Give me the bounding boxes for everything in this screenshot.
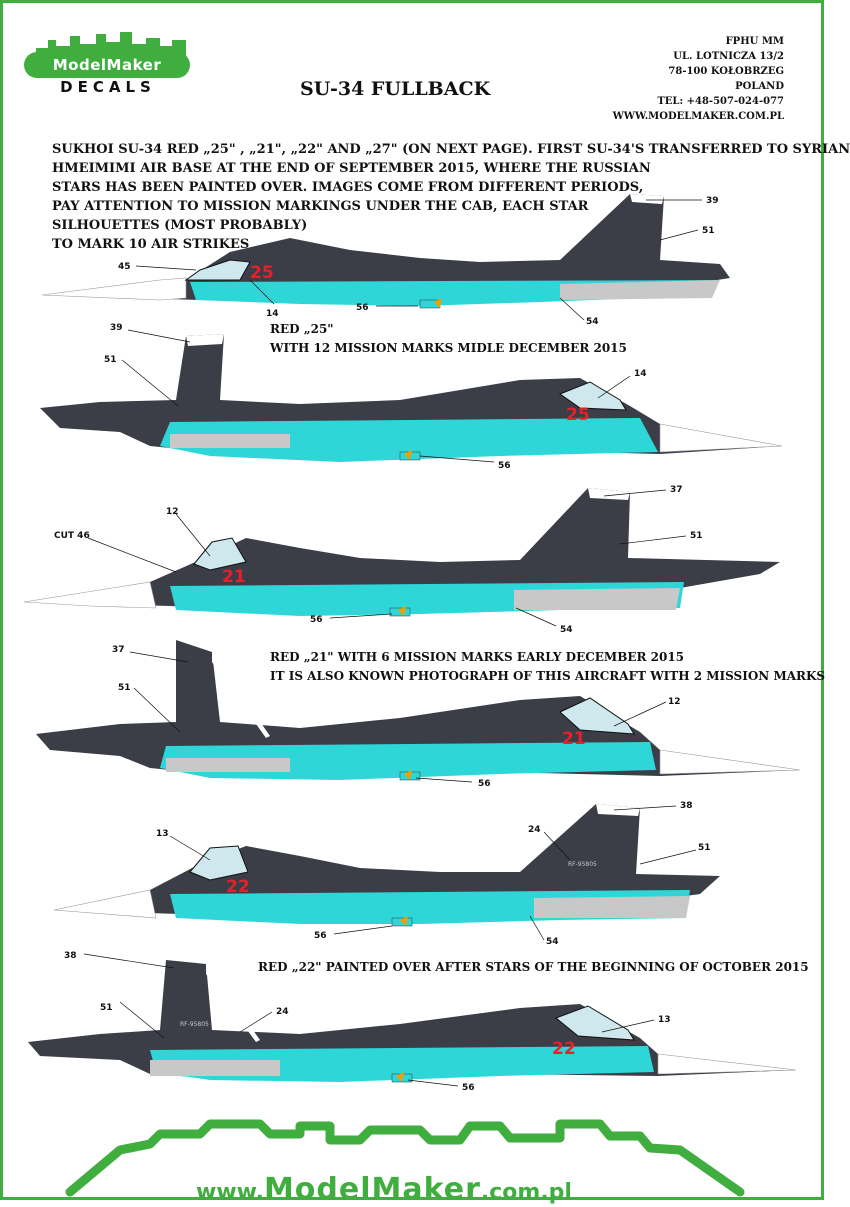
address-line: TEL: +48-507-024-077 xyxy=(657,96,784,107)
intro-line: STARS HAS BEEN PAINTED OVER. IMAGES COME… xyxy=(52,180,644,195)
callout-label: 24 xyxy=(528,825,541,835)
footer-skyline-icon xyxy=(65,1119,745,1197)
callout-label: 24 xyxy=(276,1007,289,1017)
address-line: 78-100 KOŁOBRZEG xyxy=(668,66,784,77)
tail-code: RF-95805 xyxy=(568,861,597,868)
address-line: UL. LOTNICZA 13/2 xyxy=(673,51,784,62)
callout-label: 14 xyxy=(634,369,647,379)
serial-number: 25 xyxy=(566,405,590,425)
logo-decals: DECALS xyxy=(60,78,156,96)
address-line: FPHU MM xyxy=(725,36,784,47)
serial-number: 21 xyxy=(562,729,586,749)
callout-label: 12 xyxy=(166,507,179,517)
intro-line: SILHOUETTES (MOST PROBABLY) xyxy=(52,218,308,233)
modelmaker-logo: ModelMaker DECALS xyxy=(14,30,190,102)
caption-red25: RED „25" WITH 12 MISSION MARKS MIDLE DEC… xyxy=(270,320,627,358)
aircraft-body xyxy=(40,334,783,462)
skyline-icon xyxy=(36,32,186,56)
caption-line: RED „25" xyxy=(270,322,334,336)
footer-website[interactable]: www.ModelMaker.com.pl xyxy=(196,1172,572,1207)
caption-red22: RED „22" PAINTED OVER AFTER STARS OF THE… xyxy=(258,958,809,977)
callout-label: 37 xyxy=(670,485,683,495)
page-frame xyxy=(0,0,824,1200)
aircraft-profile-red22-left: 22 RF-95805 13 56 54 24 38 51 xyxy=(53,801,720,947)
aircraft-profile-red25-right: 25 39 51 14 56 xyxy=(40,323,783,471)
callout-label: 12 xyxy=(668,697,681,707)
callout-label: 14 xyxy=(266,309,279,319)
callout-label: 51 xyxy=(702,226,715,236)
callout-label: 54 xyxy=(546,937,559,947)
callout-label: 54 xyxy=(560,625,573,635)
intro-line: HMEIMIMI AIR BASE AT THE END OF SEPTEMBE… xyxy=(52,161,651,176)
intro-line: PAY ATTENTION TO MISSION MARKINGS UNDER … xyxy=(52,199,589,214)
address-block: FPHU MM UL. LOTNICZA 13/2 78-100 KOŁOBRZ… xyxy=(613,34,784,124)
caption-line: RED „22" PAINTED OVER AFTER STARS OF THE… xyxy=(258,960,809,974)
callout-label: 56 xyxy=(462,1083,475,1093)
serial-number: 25 xyxy=(250,263,274,283)
intro-line: SUKHOI SU-34 RED „25" , „21", „22" AND „… xyxy=(52,142,850,157)
callout-label: 37 xyxy=(112,645,125,655)
callout-label: CUT 46 xyxy=(54,531,90,541)
callout-label: 56 xyxy=(498,461,511,471)
callout-label: 38 xyxy=(64,951,77,961)
caption-line: IT IS ALSO KNOWN PHOTOGRAPH OF THIS AIRC… xyxy=(270,669,826,683)
callout-label: 56 xyxy=(356,303,369,313)
callout-label: 45 xyxy=(118,262,131,272)
serial-number: 21 xyxy=(222,567,246,587)
callout-label: 13 xyxy=(658,1015,671,1025)
serial-number: 22 xyxy=(226,877,250,897)
callout-label: 51 xyxy=(698,843,711,853)
callout-label: 51 xyxy=(118,683,131,693)
callout-label: 13 xyxy=(156,829,169,839)
callout-label: 51 xyxy=(100,1003,113,1013)
caption-line: RED „21" WITH 6 MISSION MARKS EARLY DECE… xyxy=(270,650,685,664)
callout-label: 56 xyxy=(310,615,323,625)
callout-label: 56 xyxy=(314,931,327,941)
callout-label: 39 xyxy=(110,323,123,333)
footer-suffix: .com.pl xyxy=(480,1180,572,1205)
callout-label: 54 xyxy=(586,317,599,327)
address-line: WWW.MODELMAKER.COM.PL xyxy=(612,111,784,122)
aircraft-body xyxy=(41,194,730,309)
aircraft-body xyxy=(28,960,797,1083)
callout-label: 39 xyxy=(706,196,719,206)
aircraft-body xyxy=(23,488,780,617)
page-title: SU-34 FULLBACK xyxy=(300,78,491,100)
callout-label: 51 xyxy=(104,355,117,365)
aircraft-body xyxy=(53,804,720,927)
callout-label: 38 xyxy=(680,801,693,811)
callout-label: 51 xyxy=(690,531,703,541)
aircraft-profile-red22-right: 22 RF-95805 38 51 24 13 56 xyxy=(28,951,797,1093)
aircraft-profile-red25-left: 25 45 14 56 54 39 51 xyxy=(41,194,730,327)
footer-brand: ModelMaker xyxy=(263,1172,481,1207)
caption-red21: RED „21" WITH 6 MISSION MARKS EARLY DECE… xyxy=(270,648,825,686)
footer-prefix: www. xyxy=(196,1180,264,1205)
intro-text: SUKHOI SU-34 RED „25" , „21", „22" AND „… xyxy=(52,140,850,254)
address-line: POLAND xyxy=(735,81,784,92)
tail-code: RF-95805 xyxy=(180,1021,209,1028)
intro-line: TO MARK 10 AIR STRIKES xyxy=(52,237,250,252)
aircraft-body xyxy=(36,640,801,781)
aircraft-profile-red21-right: 21 37 51 12 56 xyxy=(36,640,801,789)
serial-number: 22 xyxy=(552,1039,576,1059)
aircraft-profile-red21-left: 21 CUT 46 12 56 54 37 51 xyxy=(23,485,780,635)
callout-label: 56 xyxy=(478,779,491,789)
logo-wordmark: ModelMaker xyxy=(24,52,190,78)
caption-line: WITH 12 MISSION MARKS MIDLE DECEMBER 201… xyxy=(270,341,627,355)
